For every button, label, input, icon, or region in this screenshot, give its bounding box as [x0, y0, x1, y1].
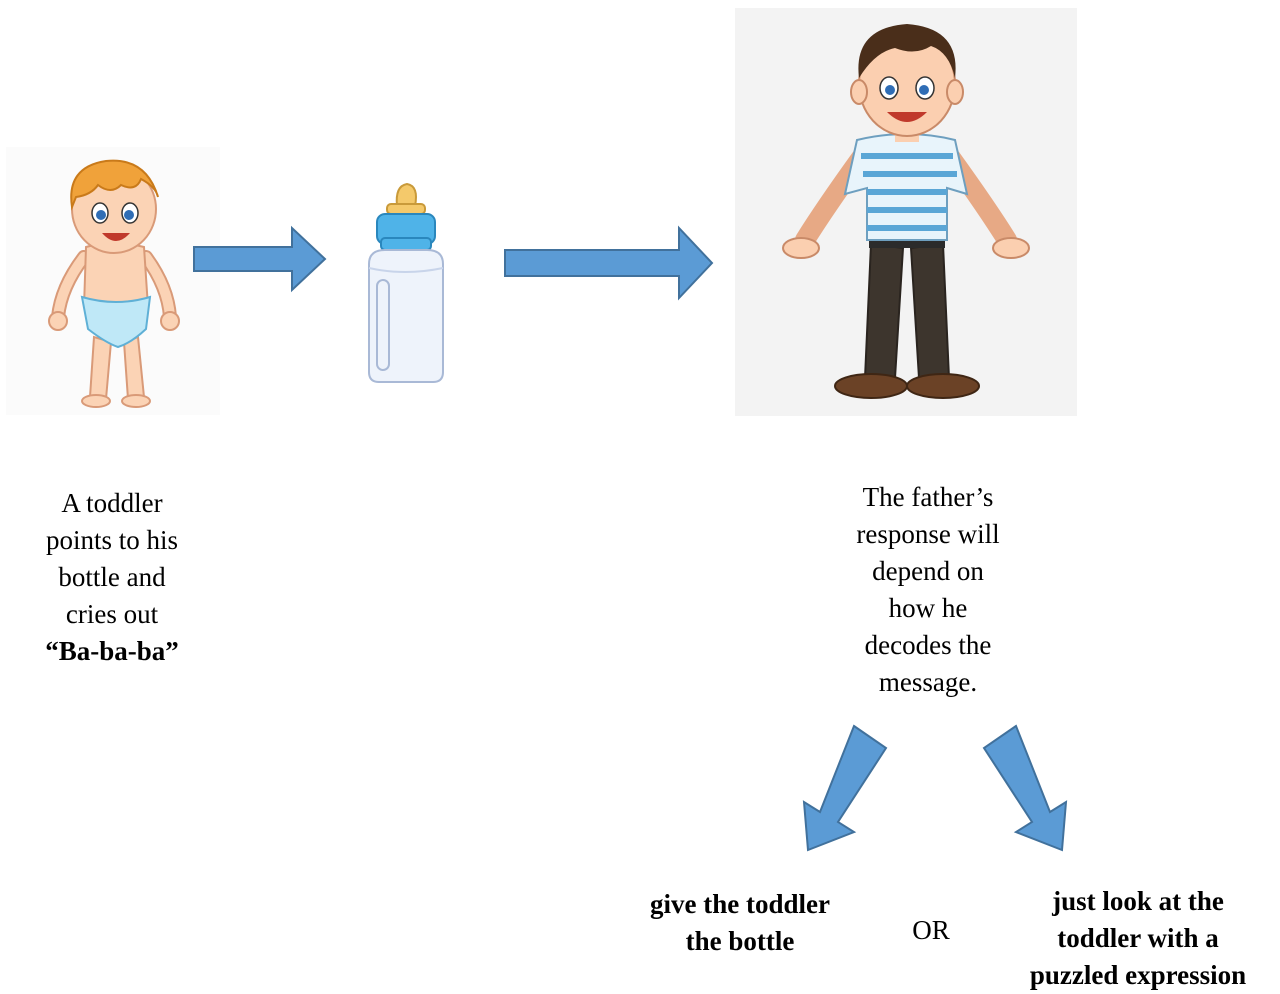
father-caption-line: The father’s	[862, 482, 994, 512]
father-caption: The father’s response will depend on how…	[818, 479, 1038, 701]
toddler-caption-line: points to his	[45, 525, 179, 555]
outcome-right-line: toddler with a	[1057, 923, 1219, 953]
arrow-down-left	[802, 724, 888, 852]
arrow-right-1	[193, 225, 327, 293]
father-caption-line: response will	[856, 519, 1000, 549]
arrow-right-2	[504, 225, 714, 301]
outcome-right-line: just look at the	[1052, 886, 1224, 916]
outcome-left-line: the bottle	[685, 926, 795, 956]
toddler-caption-line: A toddler	[61, 488, 163, 518]
outcome-left: give the toddler the bottle	[620, 886, 860, 960]
or-label: OR	[912, 915, 950, 945]
father-caption-line: message.	[878, 667, 978, 697]
father-caption-line: decodes the	[864, 630, 992, 660]
toddler-caption-line: bottle and	[58, 562, 166, 592]
toddler-quote: “Ba-ba-ba”	[45, 636, 179, 666]
toddler-caption: A toddler points to his bottle and cries…	[22, 485, 202, 670]
arrow-down-right	[982, 724, 1068, 852]
father-caption-line: depend on	[872, 556, 984, 586]
toddler-caption-line: cries out	[65, 599, 159, 629]
father-illustration	[735, 8, 1077, 416]
outcome-right: just look at the toddler with a puzzled …	[1000, 883, 1276, 994]
outcome-left-line: give the toddler	[650, 889, 830, 919]
toddler-illustration	[6, 147, 220, 415]
baby-bottle-illustration	[355, 176, 455, 386]
outcome-right-line: puzzled expression	[1029, 960, 1247, 990]
father-caption-line: how he	[888, 593, 968, 623]
